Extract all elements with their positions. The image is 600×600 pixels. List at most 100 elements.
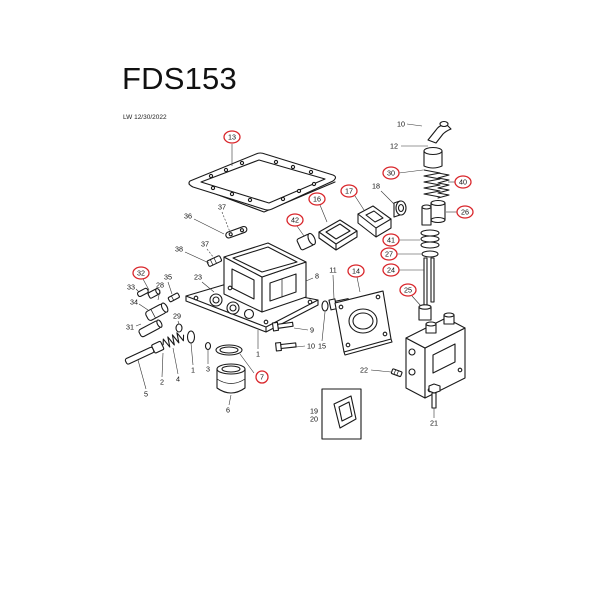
leader-4 (172, 347, 179, 375)
part-31-cylinder (138, 319, 163, 338)
callout-label: 28 (156, 281, 164, 290)
bolt-hole (296, 188, 302, 194)
callout-38: 38 (175, 245, 183, 254)
callout-label: 42 (291, 216, 299, 225)
callout-23: 23 (194, 273, 202, 282)
screw-body (390, 368, 403, 378)
callout-6: 6 (226, 406, 230, 415)
part-5-valve-stem (124, 332, 185, 365)
callout-27: 27 (380, 247, 398, 261)
callout-2: 2 (160, 378, 164, 387)
part-7-seal-ring (215, 344, 243, 356)
part-12-lever (427, 120, 452, 144)
part-28-cylinder (145, 302, 169, 321)
leader-37-lower (206, 248, 215, 259)
part-18-bushing (393, 200, 407, 218)
block-boss-top (425, 321, 437, 327)
housing-port (209, 293, 223, 307)
callout-9: 9 (310, 326, 314, 335)
callout-40: 40 (454, 175, 472, 189)
screw-thread (393, 369, 397, 375)
callout-label: 21 (430, 419, 438, 428)
callout-34: 34 (130, 298, 138, 307)
leader-30 (398, 169, 424, 174)
callout-label: 36 (184, 212, 192, 221)
callout-37-lower: 37 (201, 240, 209, 249)
leader-9 (293, 327, 309, 331)
housing-port-bore (212, 296, 220, 304)
block-opening (325, 223, 351, 240)
part-15-washer (321, 300, 329, 312)
stud-thread (210, 259, 214, 266)
leader-31 (135, 323, 142, 327)
callout-4: 4 (176, 375, 180, 384)
base-bolt-hole (193, 295, 199, 301)
callout-label: 33 (127, 283, 135, 292)
plate-bolt-hole (345, 342, 351, 348)
leader-5 (137, 359, 147, 390)
part-40-spring-rear (437, 172, 450, 199)
callout-label: 22 (360, 366, 368, 375)
cylinder-end (160, 302, 169, 313)
callout-32: 32 (132, 266, 150, 280)
leader-33 (135, 288, 140, 293)
ring (420, 241, 440, 249)
callout-label: 30 (387, 169, 395, 178)
leader-37-upper (221, 211, 231, 233)
callout-label: 40 (459, 178, 467, 187)
callout-25: 25 (399, 283, 417, 297)
leader-35 (167, 281, 173, 295)
bushing-face (395, 200, 407, 216)
leader-28 (157, 289, 161, 301)
part-36-clip (225, 225, 248, 239)
rod (423, 257, 428, 307)
callout-7: 7 (255, 370, 269, 384)
block-face-recess (432, 343, 456, 374)
block-port (408, 348, 416, 356)
part-4-spring (162, 332, 185, 348)
leader-7 (239, 353, 255, 374)
leader-18 (380, 190, 395, 205)
cylinder-groove (150, 308, 156, 319)
part-10-bolt (275, 341, 297, 352)
callout-16: 16 (308, 192, 326, 206)
part-32-stud (147, 287, 161, 299)
leader-42 (296, 225, 305, 237)
callout-37-upper: 37 (218, 203, 226, 212)
block-top (318, 219, 358, 245)
clip-hole (239, 228, 245, 233)
plate-thickness (343, 338, 393, 356)
callout-28: 28 (156, 281, 164, 290)
callout-label: 11 (329, 266, 336, 275)
callout-12: 12 (390, 142, 398, 151)
part-29-ring (175, 323, 183, 333)
callout-label: 2 (160, 378, 164, 387)
stack-spring (423, 169, 441, 198)
pin-body (136, 287, 149, 298)
callout-35: 35 (164, 273, 172, 282)
callout-label: 1 (191, 366, 195, 375)
leader-10-lower (295, 345, 306, 348)
bolt-hole (229, 191, 235, 197)
bushing-bore (397, 203, 405, 213)
gasket-inner-edge (200, 159, 326, 204)
callout-label: 17 (345, 187, 353, 196)
part-26-sleeve (421, 199, 446, 226)
callout-label: 9 (310, 326, 314, 335)
lever-pivot (439, 120, 449, 128)
part-33-pin (136, 287, 149, 298)
housing-port (243, 308, 255, 320)
housing-top-opening (232, 246, 298, 273)
leader-lines (135, 123, 457, 418)
callout-29: 29 (173, 312, 181, 321)
leader-16 (319, 204, 328, 223)
callout-label: 13 (228, 133, 236, 142)
bolt-hole (311, 181, 317, 187)
part-16-block (318, 219, 358, 251)
callout-10-top: 10 (397, 120, 405, 129)
callout-label: 5 (144, 390, 148, 399)
cup-bore (221, 365, 241, 373)
housing-right-window (269, 273, 297, 302)
part-21-bolt (428, 383, 441, 409)
callout-11: 11 (329, 266, 336, 275)
